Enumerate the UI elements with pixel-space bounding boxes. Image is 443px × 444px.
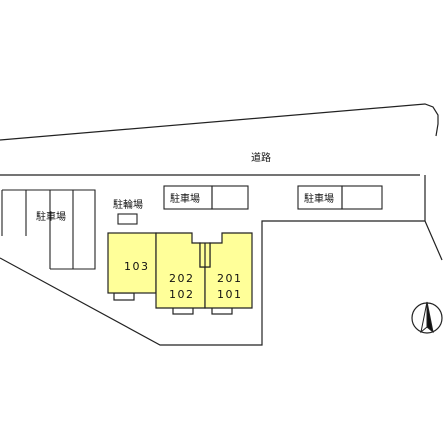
unit-201-label: 201 (217, 272, 243, 285)
road (0, 103, 439, 176)
parking-center-label: 駐車場 (170, 192, 200, 205)
north-arrow-icon (411, 301, 443, 334)
road-upper-edge (0, 103, 439, 141)
unit-103-label: 103 (124, 260, 150, 273)
parking-left-label: 駐車場 (36, 210, 66, 223)
bicycle-parking-box (117, 213, 138, 225)
parking-lot-left (1, 189, 96, 270)
road-label: 道路 (251, 151, 271, 164)
site-boundary (0, 175, 443, 346)
bicycle-parking-label: 駐輪場 (113, 198, 143, 211)
unit-102-label: 102 (169, 288, 195, 301)
parking-right-label: 駐車場 (304, 192, 334, 205)
building (107, 232, 253, 315)
unit-103-step (113, 292, 135, 301)
parking-lot-center (163, 185, 249, 210)
unit-202-label: 202 (169, 272, 195, 285)
parking-lot-right (297, 185, 383, 210)
unit-101-label: 101 (217, 288, 243, 301)
unit-103 (107, 232, 157, 294)
